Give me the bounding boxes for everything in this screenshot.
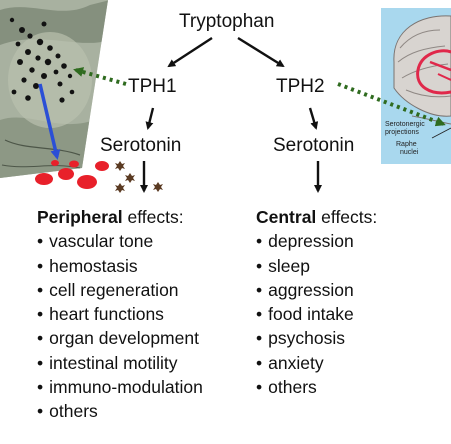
brain-label-projections: Serotonergic projections [385, 121, 427, 136]
raphe-label-line2: nuclei [400, 149, 419, 156]
peripheral-effects: Peripheral effects: vascular tone hemost… [37, 205, 203, 424]
dotted-arrow-tph1-to-intestine [73, 67, 127, 86]
projections-label-line2: projections [385, 129, 419, 136]
peripheral-effect-item: intestinal motility [37, 351, 203, 375]
peripheral-effect-item: cell regeneration [37, 278, 203, 302]
central-effect-item: others [256, 375, 377, 399]
tryptophan-label: Tryptophan [179, 11, 275, 32]
serotonin-central-label: Serotonin [273, 135, 355, 156]
central-heading-rest: effects: [316, 207, 378, 227]
brain-section-image [381, 8, 451, 164]
central-effect-item: food intake [256, 302, 377, 326]
secretory-granules [9, 17, 75, 103]
brain-label-raphe: Raphe nuclei [396, 141, 419, 156]
arrow-tryptophan-to-tph1 [167, 36, 213, 68]
peripheral-heading-bold: Peripheral [37, 207, 123, 227]
raphe-label-line1: Raphe [396, 141, 417, 148]
central-effect-item: aggression [256, 278, 377, 302]
peripheral-effect-item: organ development [37, 326, 203, 350]
arrow-tryptophan-to-tph2 [237, 36, 285, 68]
tph1-label: TPH1 [128, 76, 177, 97]
peripheral-effect-item: hemostasis [37, 254, 203, 278]
central-effects-heading: Central effects: [256, 205, 377, 229]
projections-label-line1: Serotonergic [385, 121, 425, 128]
peripheral-effects-list: vascular tone hemostasis cell regenerati… [37, 229, 203, 423]
central-effect-item: psychosis [256, 326, 377, 350]
central-effects-list: depression sleep aggression food intake … [256, 229, 377, 399]
central-effect-item: depression [256, 229, 377, 253]
peripheral-heading-rest: effects: [122, 207, 184, 227]
peripheral-effects-heading: Peripheral effects: [37, 205, 203, 229]
central-effects: Central effects: depression sleep aggres… [256, 205, 377, 399]
intestine-micrograph [0, 0, 108, 178]
serotonin-peripheral-label: Serotonin [100, 135, 182, 156]
platelets [115, 161, 163, 193]
release-arrow [38, 83, 61, 160]
peripheral-effect-item: vascular tone [37, 229, 203, 253]
dotted-arrow-tph2-to-brain [337, 82, 446, 127]
peripheral-effect-item: heart functions [37, 302, 203, 326]
tph2-label: TPH2 [276, 76, 325, 97]
peripheral-effect-item: others [37, 399, 203, 423]
arrow-tph1-to-serotonin [145, 107, 155, 130]
central-effect-item: sleep [256, 254, 377, 278]
serotonergic-projection-path [416, 49, 451, 95]
blood-cells [35, 160, 109, 189]
central-heading-bold: Central [256, 207, 317, 227]
arrow-tph2-to-serotonin [308, 107, 319, 130]
peripheral-effect-item: immuno-modulation [37, 375, 203, 399]
central-effect-item: anxiety [256, 351, 377, 375]
